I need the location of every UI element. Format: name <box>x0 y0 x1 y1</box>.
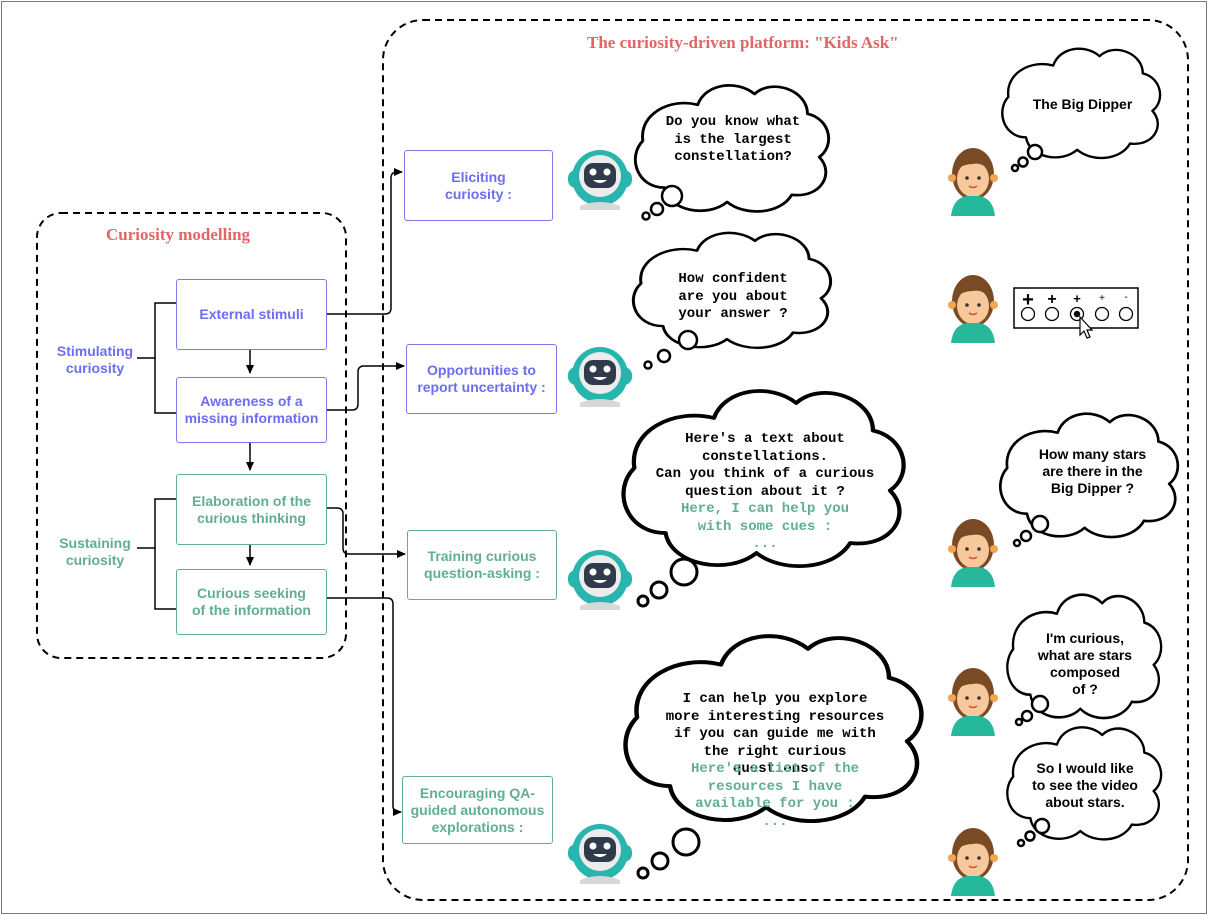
robot-icon <box>568 150 632 210</box>
robot-bubble-3-cue: Here, I can help you with some cues : ..… <box>680 501 850 552</box>
awareness-box: Awareness of a missing information <box>176 377 327 443</box>
robot-icon <box>568 347 632 407</box>
robot-icon <box>568 550 632 610</box>
scale-option <box>1044 306 1060 322</box>
stimulating-curiosity-label: Stimulating curiosity <box>56 343 134 376</box>
scale-label: + <box>1099 293 1105 304</box>
scale-label: + <box>1047 291 1056 308</box>
scale-label: + <box>1073 291 1081 306</box>
training-question-asking-box: Training curious question-asking : <box>407 530 557 600</box>
platform-title: The curiosity-driven platform: "Kids Ask… <box>587 33 899 52</box>
child-icon <box>947 667 999 737</box>
scale-label: - <box>1124 292 1127 303</box>
modelling-group-border <box>36 212 347 659</box>
modelling-title: Curiosity modelling <box>106 225 251 244</box>
elaboration-box: Elaboration of the curious thinking <box>176 474 327 545</box>
child-icon <box>947 518 999 588</box>
external-stimuli-box: External stimuli <box>176 279 327 350</box>
child-bubble-5-text: So I would like to see the video about s… <box>1032 760 1138 810</box>
child-icon <box>947 147 999 217</box>
child-icon <box>947 827 999 897</box>
stimulating-bracket <box>137 302 176 414</box>
report-uncertainty-box: Opportunities to report uncertainty : <box>406 344 557 414</box>
child-icon <box>947 274 999 344</box>
robot-bubble-2-text: How confident are you about your answer … <box>678 271 788 322</box>
scale-option <box>1118 306 1134 322</box>
robot-bubble-1-text: Do you know what is the largest constell… <box>665 114 801 165</box>
seeking-box: Curious seeking of the information <box>176 569 327 635</box>
robot-bubble-3-text: Here's a text about constellations. Can … <box>655 431 875 500</box>
eliciting-curiosity-box: Eliciting curiosity : <box>404 150 553 221</box>
scale-option <box>1020 306 1036 322</box>
robot-bubble-4-text: I can help you explore more interesting … <box>665 691 885 777</box>
cursor-icon <box>1079 315 1094 339</box>
robot-bubble-4-cue: Here's a list of the resources I have av… <box>690 761 860 830</box>
scale-label: + <box>1022 289 1034 311</box>
encouraging-exploration-box: Encouraging QA- guided autonomous explor… <box>402 776 553 844</box>
platform-group-border <box>382 19 1189 901</box>
sustaining-bracket <box>137 498 176 610</box>
child-bubble-3-text: How many stars are there in the Big Dipp… <box>1038 446 1147 496</box>
scale-option <box>1094 306 1110 322</box>
robot-icon <box>568 824 632 884</box>
child-bubble-4-text: I'm curious, what are stars composed of … <box>1037 630 1133 697</box>
sustaining-curiosity-label: Sustaining curiosity <box>59 535 131 568</box>
child-bubble-1-text: The Big Dipper <box>1032 96 1133 112</box>
